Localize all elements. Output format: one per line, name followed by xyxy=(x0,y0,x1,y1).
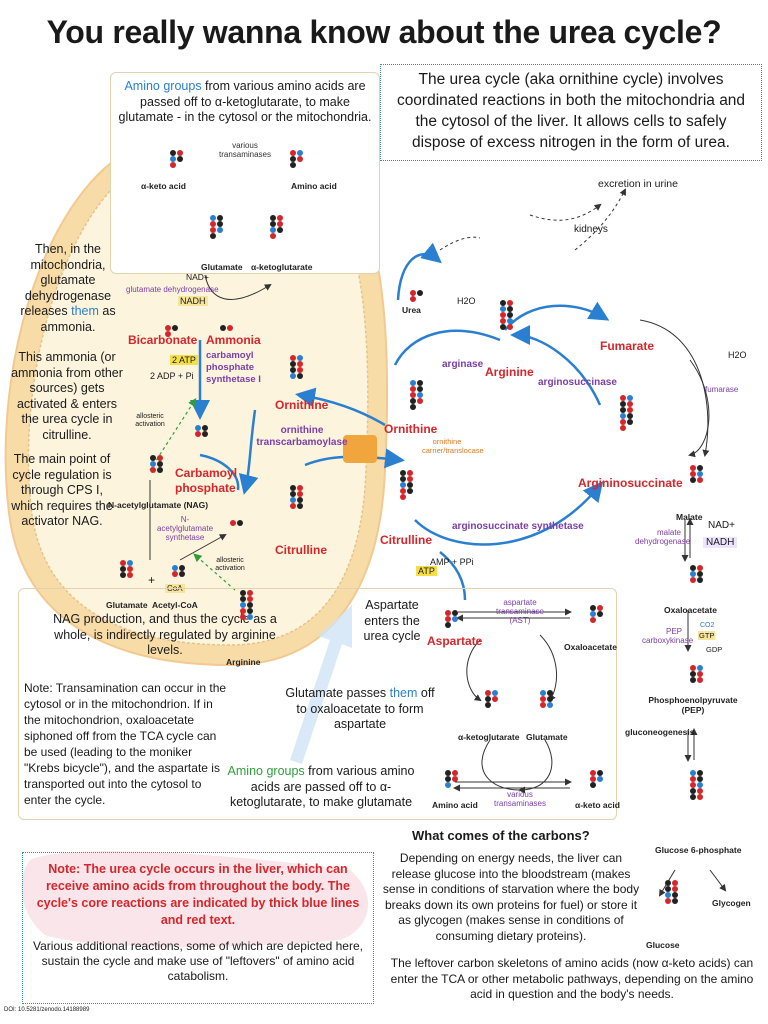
gtp-label: GTP xyxy=(698,631,716,640)
arginase-enzyme: arginase xyxy=(442,359,484,370)
nag-glutamate-label: Glutamate xyxy=(106,600,148,610)
then-text-b: as ammonia. xyxy=(40,304,116,334)
pep-label: Phosphoenolpyruvate (PEP) xyxy=(648,695,738,715)
intro-text: The urea cycle (aka ornithine cycle) inv… xyxy=(396,71,746,151)
allosteric-label-2: allosteric activation xyxy=(215,557,245,572)
nad-label: NAD+ xyxy=(186,272,209,282)
glut-pass-a: Glutamate passes xyxy=(285,686,390,700)
amp-label: AMP + PPi xyxy=(430,557,474,567)
otc-enzyme: ornithine transcarbamoylase xyxy=(256,425,348,448)
then-them: them xyxy=(71,304,99,318)
aspartate-box xyxy=(18,588,617,820)
glutamate-box-label: Glutamate xyxy=(526,732,568,742)
amino-transfer-arrow xyxy=(290,605,352,764)
ass-enzyme: arginosuccinate synthetase xyxy=(452,521,584,532)
liver-note: Note: The urea cycle occurs in the liver… xyxy=(36,862,360,927)
adp-label: 2 ADP + Pi xyxy=(150,371,194,381)
transaminases-box-label: various transaminases xyxy=(493,790,547,808)
oxaloacetate-box-label: Oxaloacetate xyxy=(564,642,617,652)
cps-enzyme: carbamoyl phosphate synthetase I xyxy=(206,350,261,385)
nag-label: N-acetylglutamate (NAG) xyxy=(108,500,209,510)
gdh-enzyme: glutamate dehydrogenase xyxy=(126,285,219,294)
allosteric-label-1: allosteric activation xyxy=(135,413,165,428)
carbons-paragraph-1: Depending on energy needs, the liver can… xyxy=(382,851,640,943)
nag-production-text: NAG production, and thus the cycle as a … xyxy=(53,612,277,657)
plus-sign: + xyxy=(148,573,156,587)
h2o-right-label: H2O xyxy=(728,350,747,360)
atp-label: ATP xyxy=(416,566,437,576)
amino-acid-box-label: Amino acid xyxy=(432,800,478,810)
glut-pass-them: them xyxy=(389,686,418,700)
liver-note-box: Note: The urea cycle occurs in the liver… xyxy=(22,852,374,1004)
glutamate-dehydrogenase-text: Then, in the mitochondria, glutamate deh… xyxy=(14,242,122,335)
gdp-label: GDP xyxy=(706,645,723,654)
leftovers-note: Various additional reactions, some of wh… xyxy=(33,939,363,983)
amino-groups-bottom-body: from various amino acids are passed off … xyxy=(229,764,415,809)
pepck-enzyme: PEP carboxykinase xyxy=(642,627,694,645)
ammonia-label: Ammonia xyxy=(206,333,261,347)
mdh-enzyme: malate dehydrogenase xyxy=(635,528,691,546)
citrulline-mito-label: Citrulline xyxy=(275,543,328,557)
transaminases-label: various transaminases xyxy=(218,141,272,159)
excretion-label: excretion in urine xyxy=(598,178,678,190)
acetyl-coa-label: Acetyl-CoA xyxy=(152,600,198,610)
page-title: You really wanna know about the urea cyc… xyxy=(46,14,722,50)
alpha-keto-acid-label: α-keto acid xyxy=(141,181,186,191)
amino-groups-bottom-highlight: Amino groups xyxy=(227,764,305,778)
carbons-paragraph-2: The leftover carbon skeletons of amino a… xyxy=(390,956,754,1001)
atp-2-label: 2 ATP xyxy=(170,355,198,365)
g6p-label: Glucose 6-phosphate xyxy=(655,845,742,855)
ornithine-mito-label: Ornithine xyxy=(275,398,329,412)
intro-box: The urea cycle (aka ornithine cycle) inv… xyxy=(380,64,762,161)
top-transamination-box: Amino groups from various amino acids ar… xyxy=(110,72,380,274)
top-box-text: from various amino acids are passed off … xyxy=(118,79,372,124)
arginosuccinase-enzyme: arginosuccinase xyxy=(538,377,617,388)
nag-synthetase-label: N-acetylglutamate synthetase xyxy=(156,515,214,542)
glutamate-passes-text: Glutamate passes them off to oxaloacetat… xyxy=(280,686,440,733)
glutamate-label: Glutamate xyxy=(201,262,243,272)
doi-label: DOI: 10.5281/zenodo.14188989 xyxy=(4,1007,90,1013)
fumarate-label: Fumarate xyxy=(600,339,655,353)
akg-box-label: α-ketoglutarate xyxy=(458,732,520,742)
keto-acid-box-label: α-keto acid xyxy=(575,800,620,810)
then-text-a: Then, in the mitochondria, glutamate deh… xyxy=(20,242,112,318)
nadh-right-label: NADH xyxy=(703,537,738,548)
kidneys-label: kidneys xyxy=(574,224,608,235)
alpha-ketoglutarate-label: α-ketoglutarate xyxy=(251,262,313,272)
regulation-text: The main point of cycle regulation is th… xyxy=(11,452,113,528)
glucose-label: Glucose xyxy=(646,940,680,950)
nadh-label: NADH xyxy=(178,296,208,306)
arginine-mito-label: Arginine xyxy=(226,657,261,667)
ammonia-activation-text: This ammonia (or ammonia from other sour… xyxy=(11,350,123,442)
citrulline-cyto-label: Citrulline xyxy=(380,533,433,547)
amino-groups-highlight: Amino groups xyxy=(124,79,202,93)
co2-label: CO2 xyxy=(700,622,715,629)
carbons-title: What comes of the carbons? xyxy=(412,828,590,843)
arginine-label: Arginine xyxy=(485,365,534,379)
ast-enzyme: aspartate transaminase (AST) xyxy=(495,598,545,625)
fumarase-enzyme: fumarase xyxy=(705,385,739,394)
amino-acid-label: Amino acid xyxy=(291,181,337,191)
h2o-label: H2O xyxy=(457,296,476,306)
aspartate-label: Aspartate xyxy=(427,634,483,648)
ornithine-cyto-label: Ornithine xyxy=(384,422,438,436)
urea-label: Urea xyxy=(402,305,421,315)
gluconeogenesis-label: gluconeogenesis xyxy=(625,727,695,737)
malate-label: Malate xyxy=(676,512,703,522)
amino-groups-bottom-text: Amino groups from various amino acids ar… xyxy=(218,764,424,811)
oxaloacetate-right-label: Oxaloacetate xyxy=(664,605,717,615)
ornithine-translocase-channel xyxy=(343,435,377,463)
glycogen-label: Glycogen xyxy=(712,898,751,908)
bicarbonate-label: Bicarbonate xyxy=(128,333,198,347)
aspartate-enters-text: Aspartate enters the urea cycle xyxy=(363,598,421,643)
carbamoyl-phosphate-label: Carbamoyl phosphate xyxy=(175,466,238,495)
glut-pass-b: off to oxaloacetate to form aspartate xyxy=(296,686,435,731)
translocase-label: ornithine carrier/translocase xyxy=(422,437,484,455)
transamination-note: Note: Transamination can occur in the cy… xyxy=(24,681,227,807)
argininosuccinate-label: Argininosuccinate xyxy=(578,476,683,490)
nad-right-label: NAD+ xyxy=(708,520,735,531)
